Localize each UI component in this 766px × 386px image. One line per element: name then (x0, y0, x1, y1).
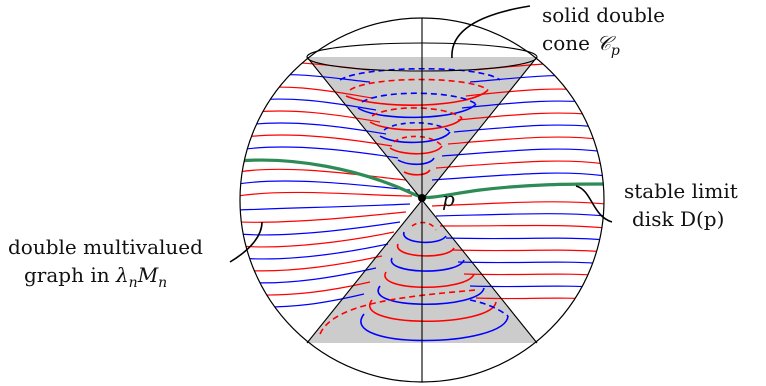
lower-cone-edge-left (306, 199, 423, 344)
left-sheet-red (240, 191, 413, 197)
upper-spiral-red-front (345, 89, 489, 106)
lower-spiral-red-front (384, 271, 475, 289)
cone-leader (451, 5, 531, 59)
upper-spiral-blue-front (379, 131, 451, 144)
left-sheet-blue (240, 203, 411, 211)
right-sheet-blue (457, 261, 604, 265)
cone-label-line2: cone 𝒞p (542, 31, 620, 59)
graph-M-sub: n (158, 275, 167, 291)
point-label: p (442, 187, 455, 211)
right-sheet-red (447, 136, 604, 145)
upper-spiral-blue-back (383, 121, 451, 133)
lower-spiral-red-back (319, 289, 477, 335)
left-sheet-red (240, 231, 395, 248)
graph-lambda-sub: n (129, 275, 138, 291)
upper-cone-edge-left (306, 56, 423, 201)
graph-label-line1: double multivalued (8, 235, 203, 259)
lower-spiral-red-back (411, 221, 437, 231)
right-sheet-blue (445, 237, 604, 241)
disk-leader (575, 185, 613, 223)
disk-label-line2: disk D(p) (632, 207, 724, 231)
lower-spiral-blue-front (403, 231, 447, 244)
upper-spiral-red-back (371, 107, 463, 119)
left-sheet-red (240, 211, 407, 223)
upper-spiral-red-front (403, 169, 431, 176)
upper-spiral-red-back (393, 135, 443, 147)
graph-M: M (137, 263, 159, 287)
cone-subscript: p (611, 43, 620, 59)
right-sheet-blue (431, 172, 604, 181)
right-sheet-red (439, 224, 604, 229)
graph-lambda: λ (115, 263, 129, 287)
cone-label-line1: solid double (542, 3, 665, 27)
lower-spiral-blue-back (469, 299, 509, 317)
left-sheet-red (240, 134, 393, 147)
right-sheet-red (463, 273, 604, 277)
right-sheet-red (451, 249, 604, 253)
right-sheet-red (431, 201, 604, 207)
graph-label-prefix: graph in (24, 263, 116, 287)
ball-outline (239, 17, 605, 383)
graph-leader (229, 221, 263, 263)
left-sheet-red (240, 168, 407, 181)
left-sheet-blue (240, 221, 401, 236)
upper-cone-edge-right (421, 56, 538, 201)
upper-spiral-red-front (389, 145, 443, 155)
lower-cone-spirals (319, 221, 509, 342)
lower-spiral-blue-front (360, 313, 509, 342)
upper-spiral-blue-front (357, 103, 477, 119)
graph-label-line2: graph in λnMn (24, 263, 167, 291)
left-sheet-blue (240, 243, 389, 260)
point-p (418, 194, 426, 202)
upper-spiral-red-front (369, 117, 463, 131)
lower-spiral-blue-front (390, 257, 465, 272)
disk-label-line1: stable limit (624, 179, 738, 203)
lower-spiral-blue-front (377, 285, 485, 306)
upper-spiral-blue-back (339, 67, 501, 81)
right-sheet-blue (441, 148, 604, 157)
upper-cone-spirals (339, 67, 501, 176)
upper-spiral-blue-front (397, 157, 435, 166)
leader-lines (229, 5, 613, 263)
left-sheet-blue (240, 146, 399, 159)
lower-cone-edge-right (421, 199, 538, 344)
upper-spiral-red-back (349, 78, 489, 91)
lower-spiral-red-front (368, 299, 497, 323)
left-sheet-red (240, 255, 383, 272)
right-sheet-blue (435, 213, 604, 217)
left-sheet-blue (240, 180, 411, 191)
right-sheet-red (435, 160, 604, 169)
cone-label-prefix: cone (542, 31, 596, 55)
